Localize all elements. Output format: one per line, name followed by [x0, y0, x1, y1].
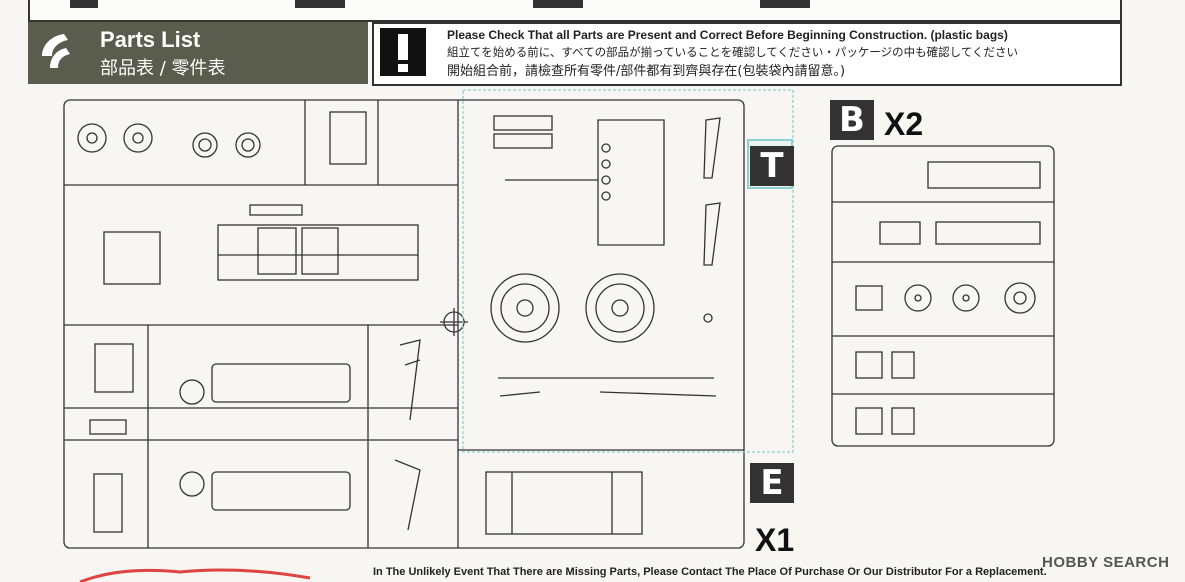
brand-stripe-decoration — [79, 568, 311, 582]
sprue-t-badge: T — [750, 146, 794, 186]
header-top-block — [70, 0, 98, 8]
sprue-e-multiplier: X1 — [755, 522, 795, 558]
t-sprue-highlight — [462, 89, 794, 453]
parts-list-banner — [28, 22, 368, 84]
sprue-b-badge: B — [830, 100, 874, 140]
sprue-b-multiplier: X2 — [884, 106, 924, 142]
header-top-block — [760, 0, 810, 8]
missing-parts-footer: In The Unlikely Event That There are Mis… — [373, 566, 1047, 578]
header-top-block — [533, 0, 583, 8]
parts-list-subtitle: 部品表 / 零件表 — [100, 58, 226, 79]
suspension-parts — [89, 339, 421, 533]
sprue-left-frame — [63, 99, 745, 549]
header-top-block — [295, 0, 345, 8]
e-sprue-parts — [485, 471, 643, 535]
notice-chinese: 開始組合前，請檢查所有零件/部件都有到齊與存在(包裝袋內請留意。) — [447, 64, 846, 79]
parts-list-title: Parts List — [100, 27, 201, 52]
t-sprue-parts — [490, 115, 721, 397]
notice-english: Please Check That all Parts are Present … — [447, 28, 1008, 42]
check-notice-box — [372, 22, 1122, 86]
notice-japanese: 組立てを始める前に、すべての部品が揃っていることを確認してください・パッケージの… — [447, 45, 1018, 59]
sprue-e-badge: E — [750, 463, 794, 503]
chassis-frame-part — [103, 204, 419, 285]
exclamation-icon — [380, 28, 426, 76]
sprue-b-frame — [831, 145, 1055, 447]
leaf-logo-icon — [42, 34, 70, 68]
hobby-search-watermark: HOBBY SEARCH — [1042, 554, 1170, 571]
hub-parts — [77, 111, 367, 165]
